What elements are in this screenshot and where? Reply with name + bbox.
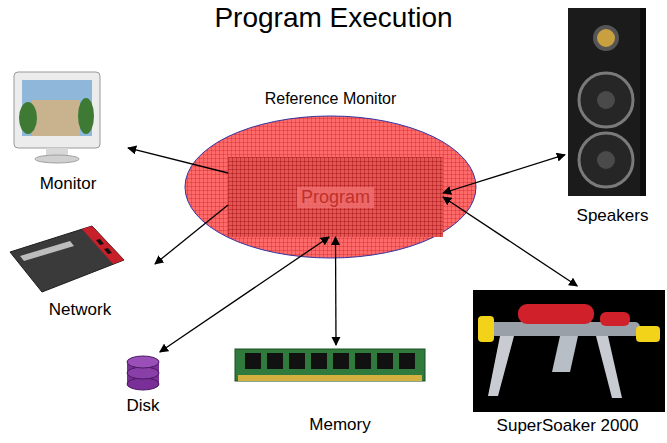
screen-tree <box>19 102 37 134</box>
device-label: Disk <box>126 396 159 416</box>
card-port <box>104 248 112 254</box>
gun-nozzle <box>636 326 660 342</box>
region-label: Reference Monitor <box>265 90 397 108</box>
monitor-device: Monitor <box>8 66 128 196</box>
screen-tree <box>78 98 94 134</box>
speaker-cone <box>597 91 615 109</box>
connector-arrow <box>443 197 577 286</box>
monitor-bezel <box>14 72 100 148</box>
supersoaker-device: SuperSoaker 2000 <box>470 286 665 438</box>
card-label <box>20 241 74 261</box>
speaker-cone <box>597 151 615 169</box>
device-label: Monitor <box>40 174 97 194</box>
diagram-title: Program Execution <box>0 2 667 34</box>
card-port <box>96 239 104 245</box>
disk-platter <box>127 356 159 368</box>
connector-arrow <box>443 155 565 193</box>
memory-picture <box>235 349 425 381</box>
device-label: Speakers <box>577 206 649 226</box>
gun-handle <box>552 336 578 372</box>
program-box: Program <box>228 157 443 237</box>
speaker-woofer <box>579 133 633 187</box>
gun-leg <box>596 336 622 398</box>
device-label: SuperSoaker 2000 <box>497 416 639 436</box>
memory-chip <box>311 353 327 369</box>
device-label: Memory <box>309 415 370 435</box>
disk-device: Disk <box>115 352 171 418</box>
network-card-picture <box>10 226 124 292</box>
memory-chip <box>267 353 283 369</box>
connector-arrow <box>155 205 228 264</box>
disk-platter <box>127 367 159 379</box>
memory-chip <box>333 353 349 369</box>
memory-chip <box>245 353 261 369</box>
monitor-picture <box>14 72 100 163</box>
memory-chip <box>377 353 393 369</box>
memory-chip <box>289 353 305 369</box>
disk-picture <box>127 356 159 390</box>
connector-arrow <box>128 148 228 173</box>
memory-device: Memory <box>240 345 440 437</box>
speakers-device: Speakers <box>565 6 660 228</box>
supersoaker-picture <box>473 290 665 412</box>
screen-building <box>32 100 80 136</box>
speakers-picture <box>568 8 646 196</box>
connector-arrow <box>335 237 337 345</box>
region-ellipse <box>185 116 476 258</box>
disk-platter <box>127 378 159 390</box>
speaker-woofer <box>579 73 633 127</box>
card-body <box>10 226 124 292</box>
gun-leg <box>488 336 514 396</box>
gun-tank <box>518 304 594 324</box>
gun-cap <box>478 316 494 342</box>
memory-chip <box>399 353 415 369</box>
device-label: Network <box>49 300 111 320</box>
memory-chip <box>355 353 371 369</box>
monitor-base <box>35 155 79 163</box>
speaker-cabinet <box>568 8 644 196</box>
memory-contacts <box>238 375 422 381</box>
connector-arrow <box>160 237 329 352</box>
picture-ground <box>473 290 665 412</box>
speaker-side <box>640 8 646 196</box>
memory-board <box>235 349 425 381</box>
network-device: Network <box>5 222 155 322</box>
card-end <box>82 226 124 264</box>
gun-tank <box>600 312 630 326</box>
program-label: Program <box>297 187 374 208</box>
speaker-tweeter <box>595 27 617 49</box>
